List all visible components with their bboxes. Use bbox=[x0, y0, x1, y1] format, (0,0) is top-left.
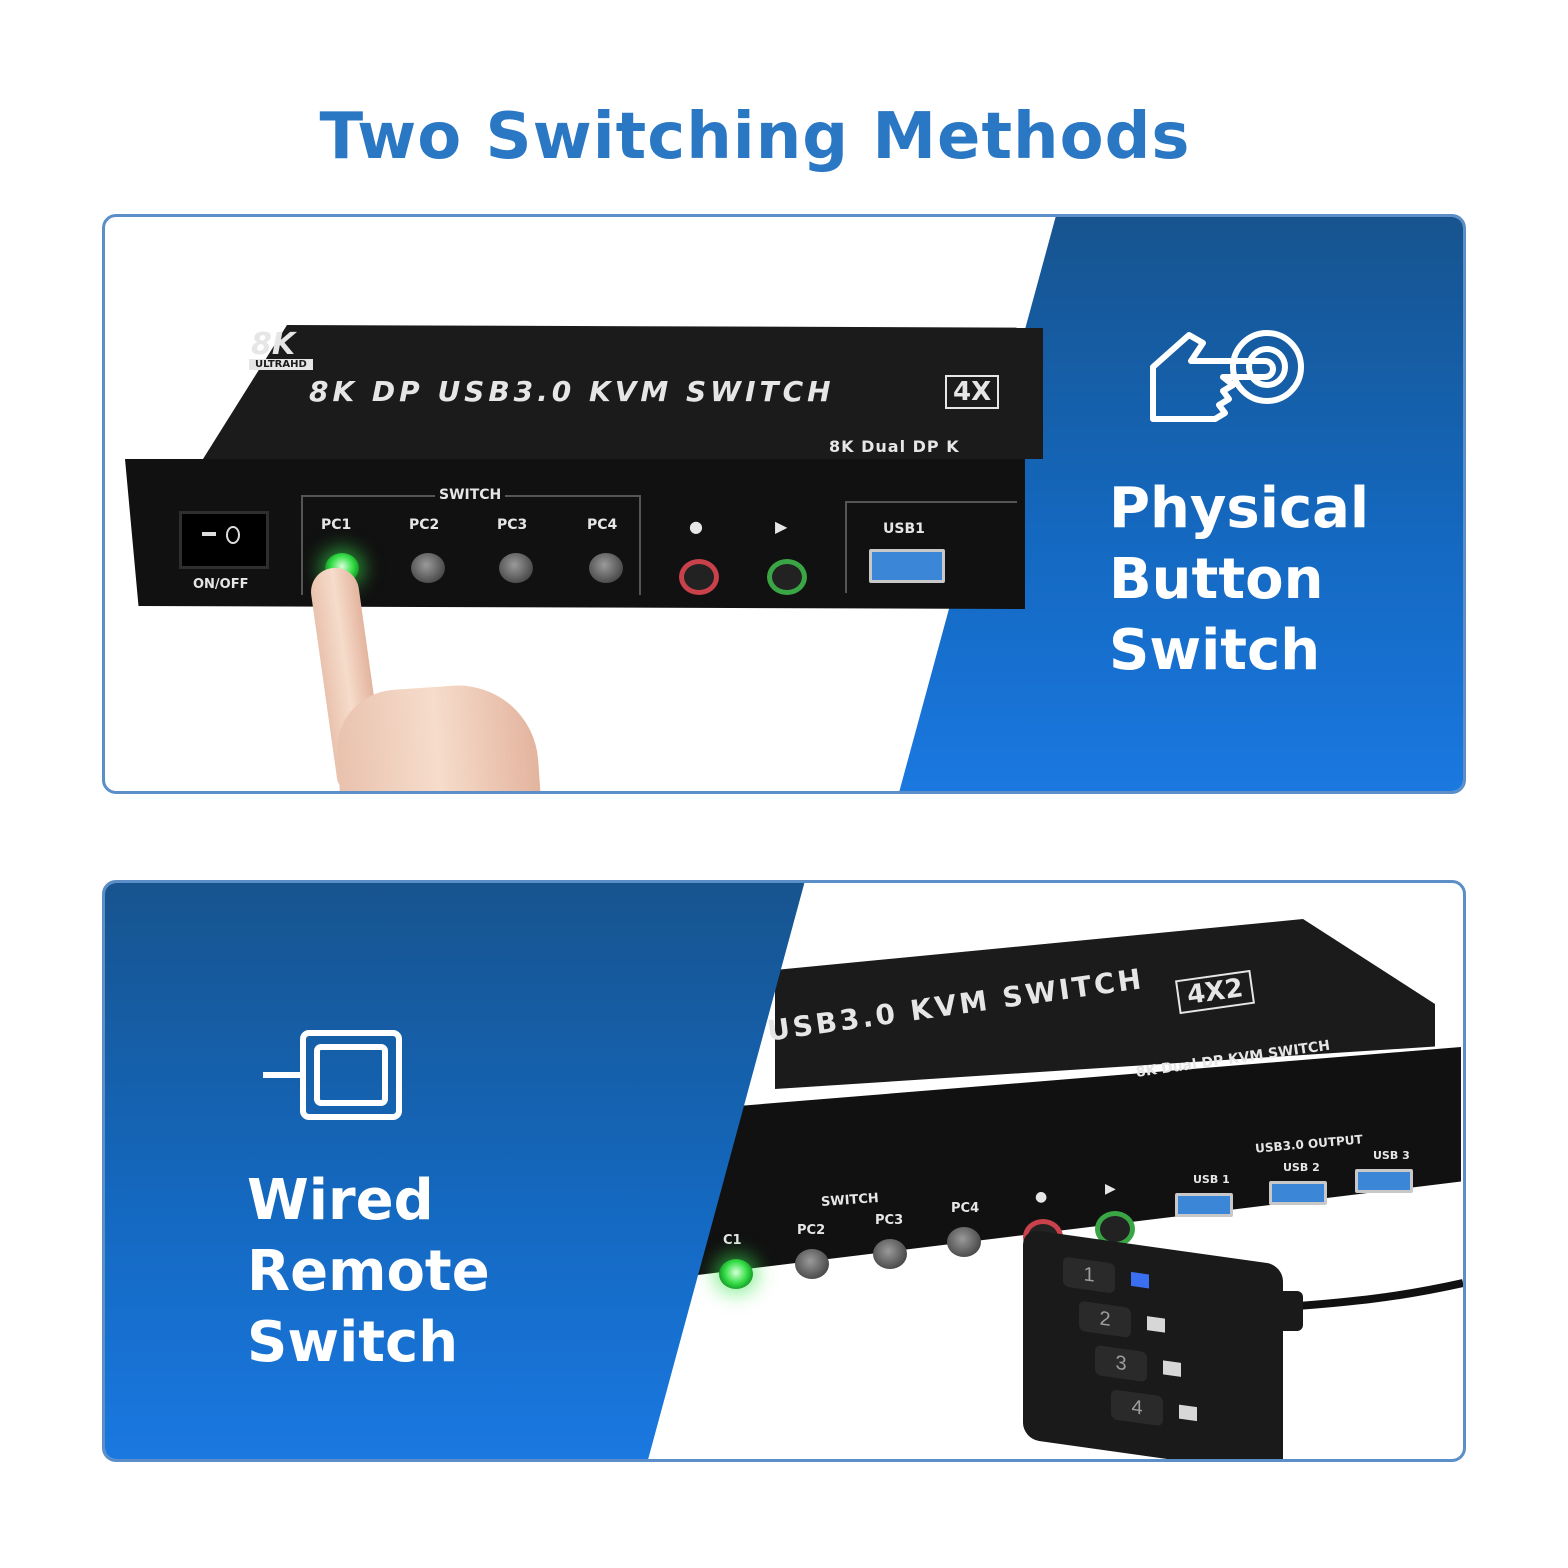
device-front bbox=[125, 459, 1025, 609]
page-title: Two Switching Methods bbox=[319, 100, 1191, 174]
usb1-label: USB1 bbox=[883, 521, 925, 537]
method1-label-line2: Button bbox=[1109, 547, 1324, 612]
port-label-pc1: PC1 bbox=[321, 517, 352, 533]
usb2-port[interactable] bbox=[1269, 1181, 1327, 1205]
port-label-pc2: PC2 bbox=[409, 517, 440, 533]
microphone-icon: ● bbox=[689, 517, 703, 536]
usb1-label: USB 1 bbox=[1193, 1173, 1230, 1186]
pc3-button[interactable] bbox=[499, 553, 533, 583]
kvm-switch-device: 8K ULTRAHD 8K DP USB3.0 KVM SWITCH 4X 8K… bbox=[123, 325, 1043, 625]
usb3-label: USB 3 bbox=[1373, 1149, 1410, 1162]
remote-key-4[interactable]: 4 bbox=[1111, 1389, 1163, 1427]
device-subtitle: 8K Dual DP K bbox=[829, 437, 960, 456]
pc3-button[interactable] bbox=[873, 1239, 907, 1269]
device-name: 8K DP USB3.0 KVM SWITCH bbox=[309, 375, 835, 408]
usb1-port[interactable] bbox=[869, 549, 945, 583]
usb-group-box bbox=[845, 501, 1017, 593]
pc2-button[interactable] bbox=[411, 553, 445, 583]
port-label-pc2: PC2 bbox=[797, 1223, 826, 1238]
pc4-button[interactable] bbox=[589, 553, 623, 583]
port-label-pc1: C1 bbox=[723, 1233, 742, 1248]
finger-press-icon bbox=[1150, 330, 1304, 422]
port-label-pc3: PC3 bbox=[497, 517, 528, 533]
speaker-icon: ▶ bbox=[1105, 1181, 1116, 1197]
pc2-button[interactable] bbox=[795, 1249, 829, 1279]
model-badge: 4X bbox=[945, 375, 1000, 409]
usb3-port[interactable] bbox=[1355, 1169, 1413, 1193]
remote-led-2 bbox=[1147, 1316, 1165, 1333]
device-top bbox=[203, 325, 1043, 459]
power-switch[interactable] bbox=[179, 511, 269, 569]
8k-badge: 8K bbox=[251, 327, 296, 362]
ultrahd-badge: ULTRAHD bbox=[249, 359, 313, 370]
port-label-pc4: PC4 bbox=[951, 1201, 980, 1216]
remote-led-4 bbox=[1179, 1404, 1197, 1422]
speaker-icon: ▶ bbox=[775, 517, 788, 536]
method1-label: Physical Button Switch bbox=[1109, 473, 1369, 686]
pc1-button[interactable] bbox=[719, 1259, 753, 1289]
microphone-jack[interactable] bbox=[679, 559, 719, 595]
kvm-switch-device-remote: USB3.0 KVM SWITCH 4X2 8K Dual DP KVM SWI… bbox=[665, 919, 1461, 1319]
remote-key-2[interactable]: 2 bbox=[1079, 1300, 1131, 1338]
method1-label-line3: Switch bbox=[1109, 618, 1321, 683]
microphone-icon: ● bbox=[1035, 1189, 1048, 1205]
wired-remote: 1 2 3 4 bbox=[1023, 1228, 1283, 1459]
headphone-jack[interactable] bbox=[767, 559, 807, 595]
port-label-pc3: PC3 bbox=[875, 1213, 904, 1228]
remote-led-3 bbox=[1163, 1360, 1181, 1377]
remote-key-3[interactable]: 3 bbox=[1095, 1344, 1147, 1383]
remote-led-1 bbox=[1131, 1271, 1149, 1289]
physical-button-panel: 8K ULTRAHD 8K DP USB3.0 KVM SWITCH 4X 8K… bbox=[102, 214, 1466, 794]
method1-label-line1: Physical bbox=[1109, 476, 1370, 541]
wired-remote-panel: USB3.0 KVM SWITCH 4X2 8K Dual DP KVM SWI… bbox=[102, 880, 1466, 1462]
wired-remote-icon bbox=[263, 1030, 402, 1120]
pc4-button[interactable] bbox=[947, 1227, 981, 1257]
method2-label-line2: Remote bbox=[247, 1239, 490, 1304]
power-label: ON/OFF bbox=[193, 577, 249, 592]
remote-key-1[interactable]: 1 bbox=[1063, 1256, 1115, 1294]
method2-label: Wired Remote Switch bbox=[247, 1165, 490, 1378]
method2-label-line3: Switch bbox=[247, 1310, 459, 1375]
method2-label-line1: Wired bbox=[247, 1168, 434, 1233]
usb2-label: USB 2 bbox=[1283, 1161, 1320, 1174]
usb1-port[interactable] bbox=[1175, 1193, 1233, 1217]
switch-group-label: SWITCH bbox=[435, 487, 506, 503]
port-label-pc4: PC4 bbox=[587, 517, 618, 533]
